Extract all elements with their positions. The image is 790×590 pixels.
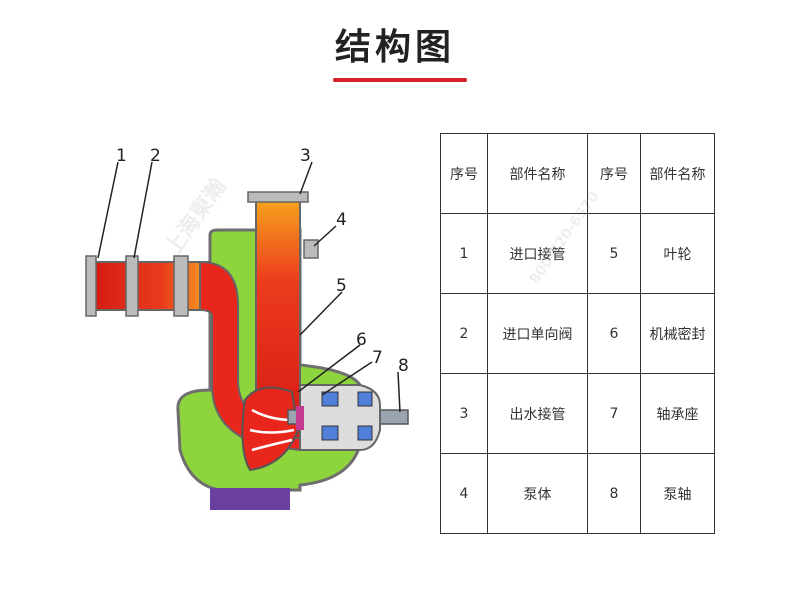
cell: 7 [587,373,641,454]
cell: 8 [587,453,641,534]
table-header-row: 序号 部件名称 序号 部件名称 [440,133,715,214]
callout-2: 2 [150,146,161,166]
pump-structure-diagram: 1 2 3 4 5 6 7 8 [60,130,440,540]
callout-7: 7 [372,348,383,368]
table-row: 1 进口接管 5 叶轮 [440,213,715,294]
header-name-2: 部件名称 [640,133,715,214]
cell: 4 [440,453,488,534]
cell: 机械密封 [640,293,715,374]
cell: 泵体 [487,453,588,534]
table-row: 2 进口单向阀 6 机械密封 [440,293,715,374]
cell: 进口单向阀 [487,293,588,374]
header-no-2: 序号 [587,133,641,214]
cell: 进口接管 [487,213,588,294]
callout-5: 5 [336,276,347,296]
cell: 泵轴 [640,453,715,534]
callout-4: 4 [336,210,347,230]
cell: 2 [440,293,488,374]
cell: 3 [440,373,488,454]
cell: 1 [440,213,488,294]
page-title: 结构图 [334,27,455,68]
inlet-pipe [89,261,211,311]
header-no-1: 序号 [440,133,488,214]
pump-base [210,488,290,510]
callout-3: 3 [300,146,311,166]
cell: 轴承座 [640,373,715,454]
parts-table: 序号 部件名称 序号 部件名称 1 进口接管 5 叶轮 2 进口单向阀 6 机械… [440,133,715,534]
cell: 6 [587,293,641,374]
pump-cross-section [85,161,409,510]
title-underline [333,78,467,82]
cell: 出水接管 [487,373,588,454]
callout-8: 8 [398,356,409,376]
header-name-1: 部件名称 [487,133,588,214]
cell: 5 [587,213,641,294]
table-row: 3 出水接管 7 轴承座 [440,373,715,454]
callout-1: 1 [116,146,127,166]
cell: 叶轮 [640,213,715,294]
table-row: 4 泵体 8 泵轴 [440,453,715,534]
callout-6: 6 [356,330,367,350]
